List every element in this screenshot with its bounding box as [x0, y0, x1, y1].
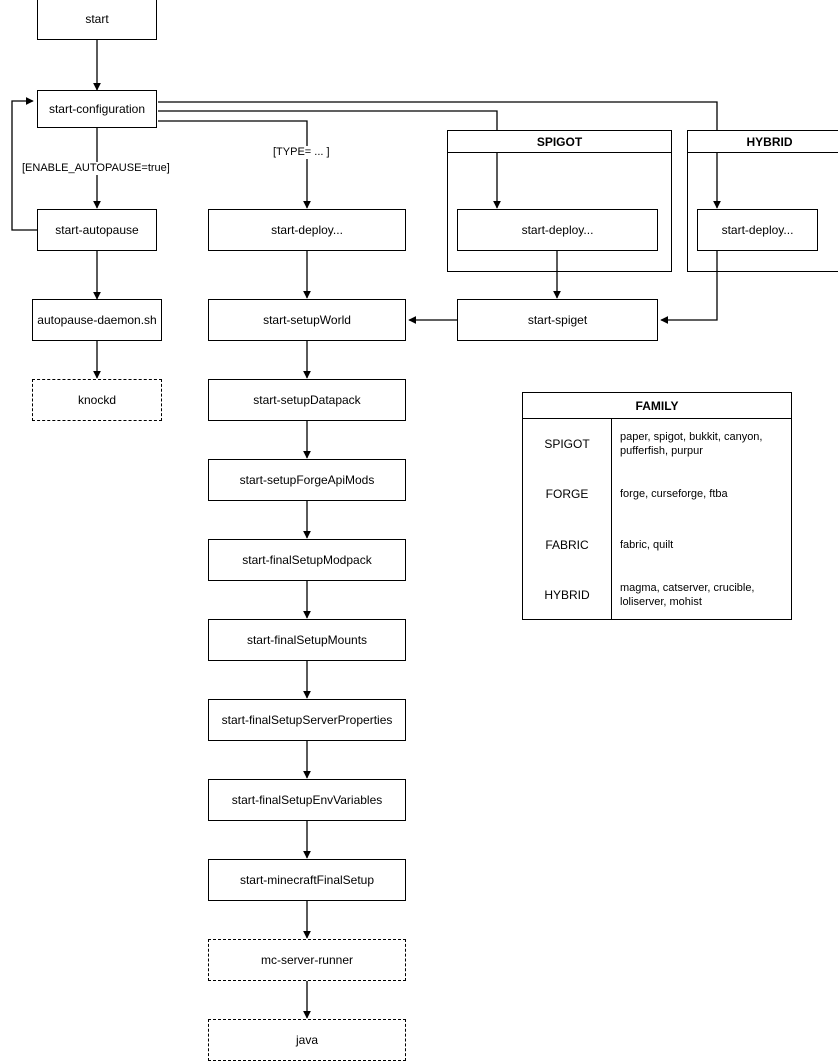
legend-value-spigot: paper, spigot, bukkit, canyon, pufferfis…: [620, 431, 763, 458]
node-start-autopause[interactable]: start-autopause: [37, 209, 157, 251]
group-hybrid: HYBRID: [687, 130, 838, 272]
edge-configuration-to-main-deploy: [158, 120, 311, 209]
legend-key-spigot: SPIGOT: [544, 437, 590, 452]
node-start-setupworld[interactable]: start-setupWorld: [208, 299, 406, 341]
group-hybrid-title: HYBRID: [688, 131, 838, 153]
node-start-finalsetupserverproperties[interactable]: start-finalSetupServerProperties: [208, 699, 406, 741]
legend-key-fabric: FABRIC: [545, 537, 589, 552]
node-autopause-daemon-sh[interactable]: autopause-daemon.sh: [32, 299, 162, 341]
legend-value-column: paper, spigot, bukkit, canyon, pufferfis…: [612, 419, 791, 620]
node-start-spiget[interactable]: start-spiget: [457, 299, 658, 341]
legend-key-forge: FORGE: [545, 487, 589, 502]
node-start-setupforgeapimods[interactable]: start-setupForgeApiMods: [208, 459, 406, 501]
node-mc-server-runner[interactable]: mc-server-runner: [208, 939, 406, 981]
node-java[interactable]: java: [208, 1019, 406, 1061]
node-start-deploy-hybrid[interactable]: start-deploy...: [697, 209, 818, 251]
edge-label-type: [TYPE= ... ]: [272, 146, 331, 159]
node-start-deploy-main[interactable]: start-deploy...: [208, 209, 406, 251]
legend-value-forge: forge, curseforge, ftba: [620, 488, 728, 501]
node-knockd[interactable]: knockd: [32, 379, 162, 421]
legend-value-hybrid: magma, catserver, crucible, loliserver, …: [620, 581, 755, 608]
legend-family: FAMILY SPIGOT FORGE FABRIC HYBRID paper,…: [522, 392, 792, 620]
node-start-finalsetupmodpack[interactable]: start-finalSetupModpack: [208, 539, 406, 581]
legend-key-column: SPIGOT FORGE FABRIC HYBRID: [523, 419, 612, 620]
edge-label-enable-autopause: [ENABLE_AUTOPAUSE=true]: [21, 162, 171, 175]
legend-value-fabric: fabric, quilt: [620, 538, 674, 551]
node-start-finalsetupenvvariables[interactable]: start-finalSetupEnvVariables: [208, 779, 406, 821]
legend-body: SPIGOT FORGE FABRIC HYBRID paper, spigot…: [523, 419, 791, 620]
node-start-deploy-spigot[interactable]: start-deploy...: [457, 209, 658, 251]
legend-header: FAMILY: [523, 393, 791, 419]
node-start-configuration[interactable]: start-configuration: [37, 90, 157, 128]
node-start-minecraftfinalsetup[interactable]: start-minecraftFinalSetup: [208, 859, 406, 901]
node-start-finalsetupmounts[interactable]: start-finalSetupMounts: [208, 619, 406, 661]
group-spigot-title: SPIGOT: [448, 131, 671, 153]
legend-key-hybrid: HYBRID: [544, 587, 590, 602]
node-start-setupdatapack[interactable]: start-setupDatapack: [208, 379, 406, 421]
node-start[interactable]: start: [37, 0, 157, 40]
